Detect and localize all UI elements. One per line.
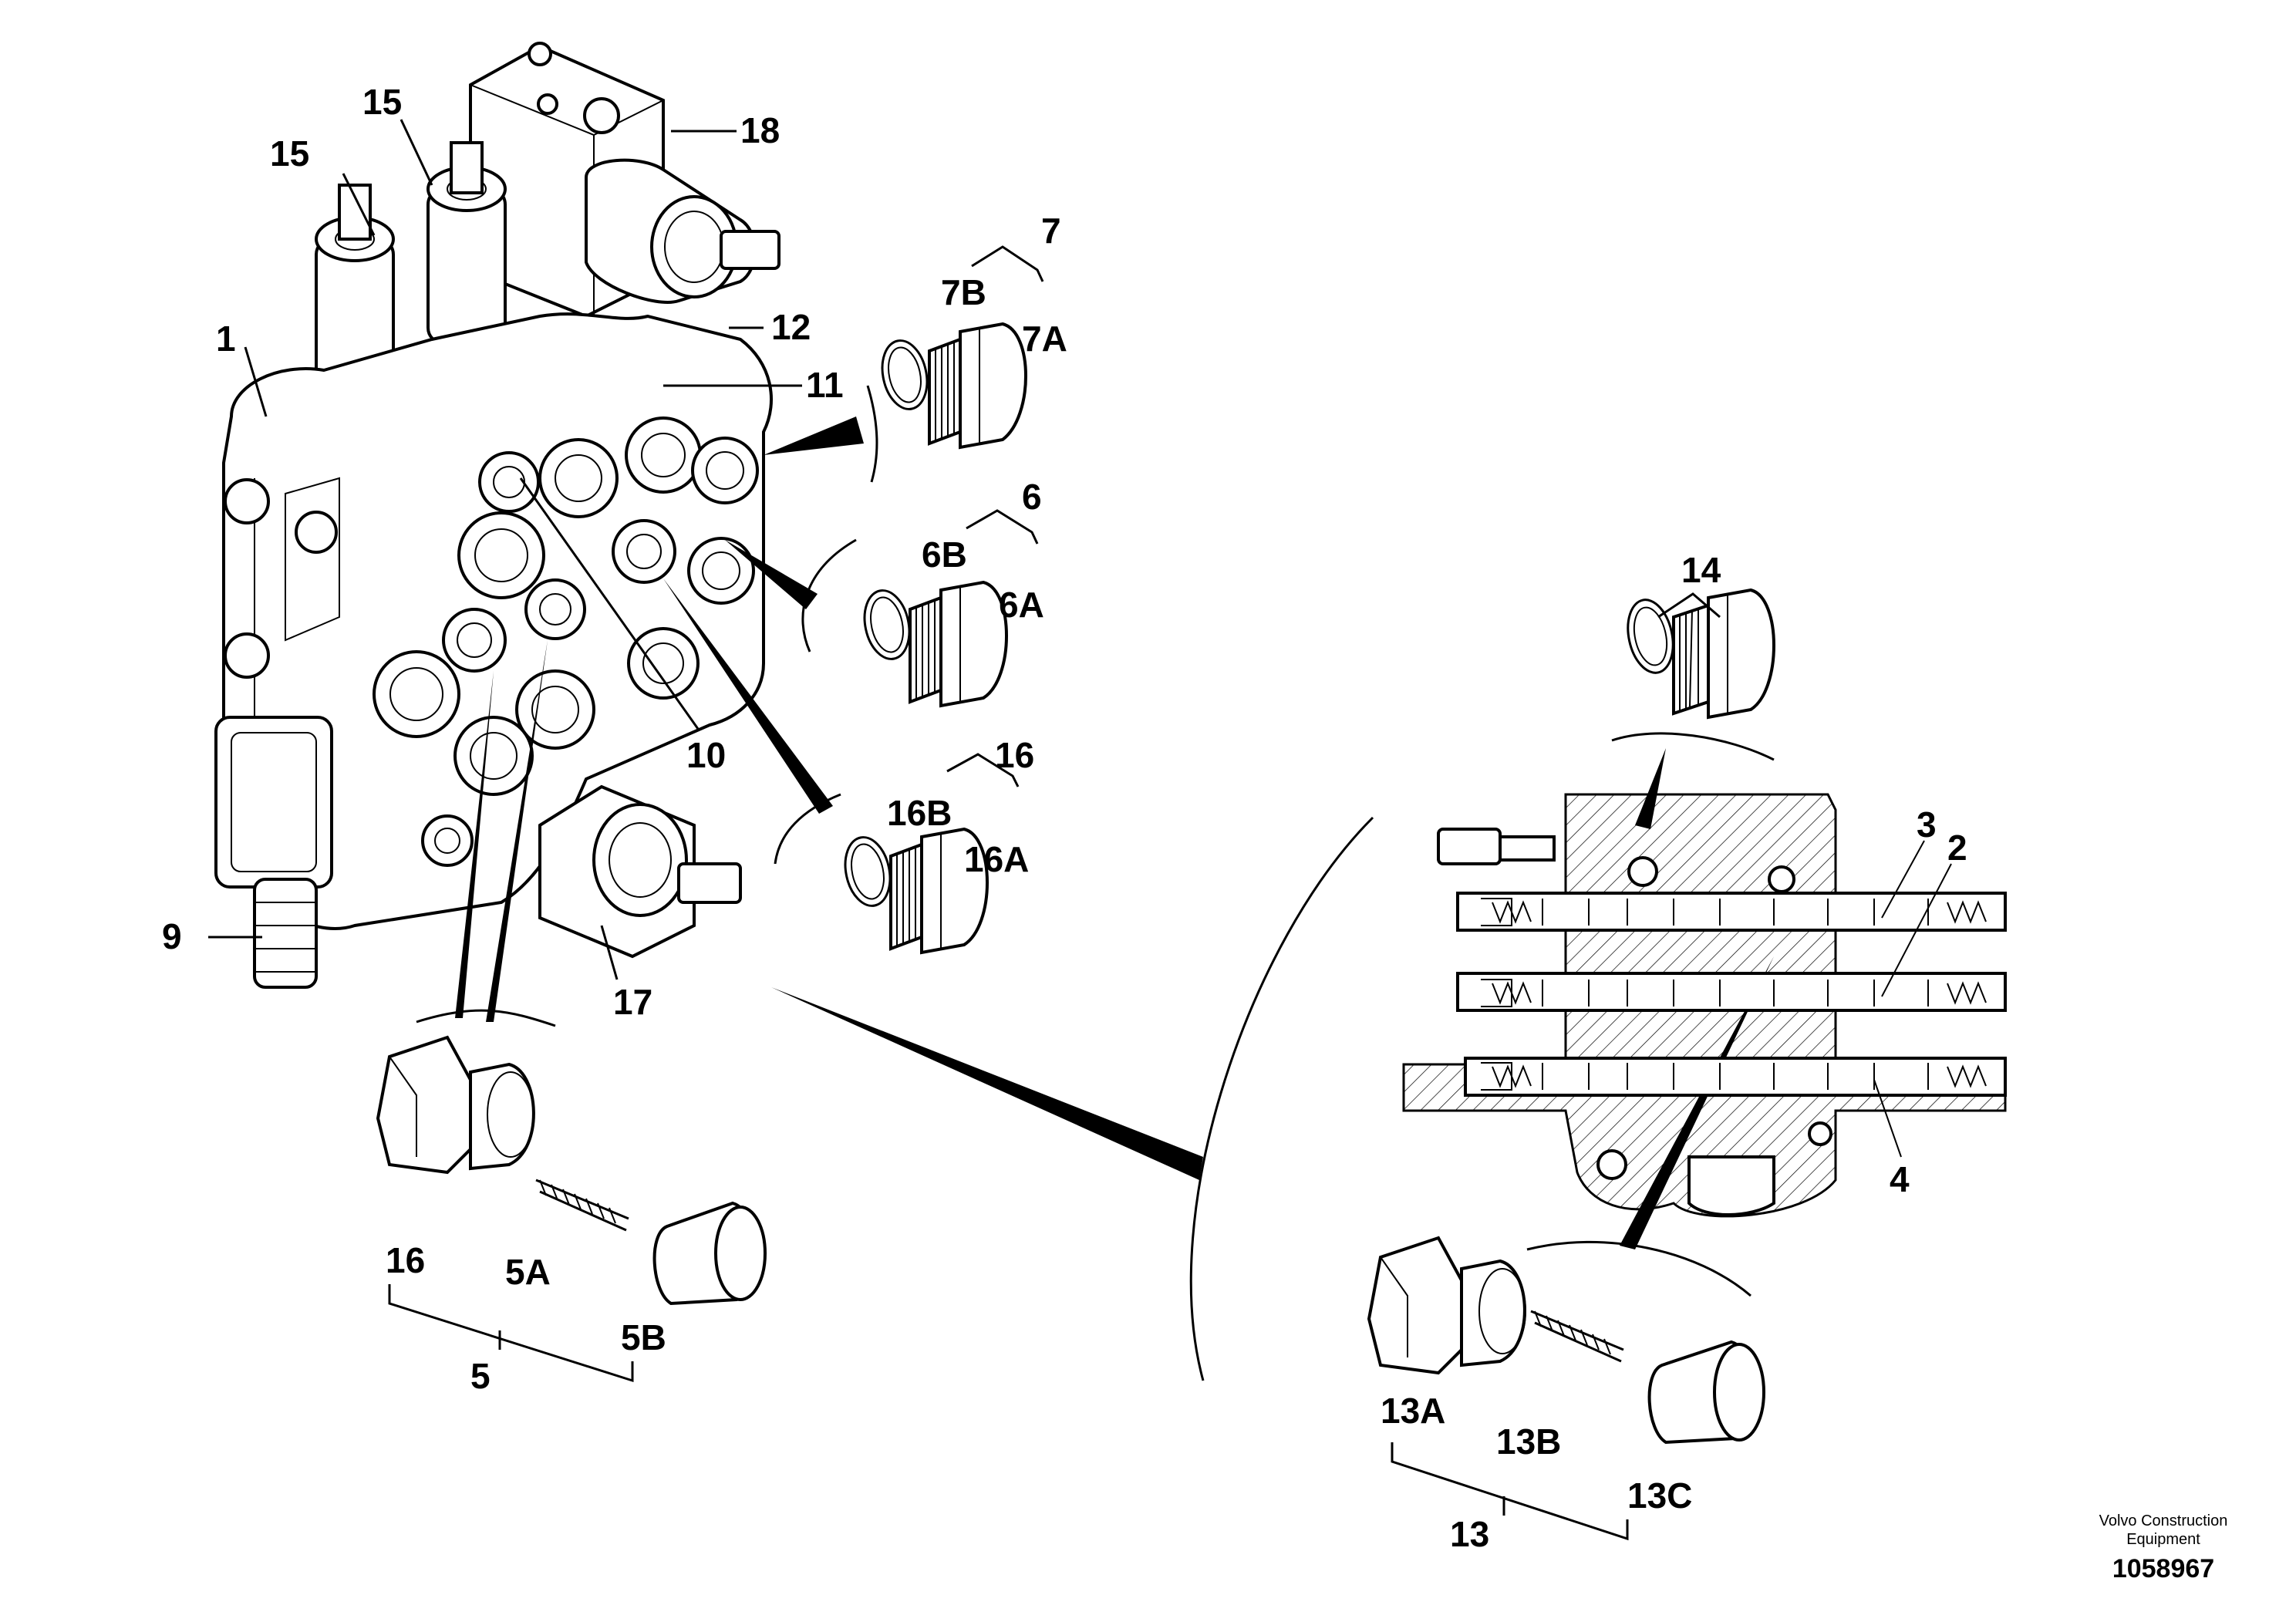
control-valve-assembly (214, 42, 781, 989)
check-valve-13-detail (1367, 1236, 1765, 1541)
plug-14-detail (1627, 588, 1775, 720)
document-number: 1058967 (2112, 1554, 2214, 1583)
label-13C: 13C (1627, 1475, 1692, 1516)
label-16-bottom: 16 (386, 1240, 425, 1280)
label-15-right: 15 (362, 82, 402, 122)
label-1: 1 (216, 319, 236, 359)
label-13A: 13A (1381, 1391, 1445, 1431)
label-2: 2 (1947, 828, 1967, 868)
company-name-line1: Volvo Construction (2099, 1512, 2228, 1529)
label-17: 17 (613, 982, 652, 1022)
label-11: 11 (806, 365, 844, 405)
plug-16-detail (844, 753, 1020, 955)
detail-arcs (416, 385, 1775, 1381)
plug-6-detail (863, 509, 1039, 708)
label-7A: 7A (1022, 319, 1067, 359)
valve-section-view (1402, 793, 2007, 1218)
label-16B: 16B (887, 793, 952, 833)
leader-lines (208, 119, 802, 980)
label-6: 6 (1022, 477, 1042, 517)
label-6A: 6A (999, 585, 1044, 625)
label-10: 10 (686, 735, 726, 775)
label-5B: 5B (621, 1317, 666, 1357)
label-18: 18 (740, 110, 780, 150)
company-name-line2: Equipment (2126, 1531, 2200, 1548)
plug-7-detail (881, 245, 1044, 450)
label-13: 13 (1450, 1514, 1489, 1554)
label-9: 9 (162, 916, 182, 956)
part-labels: 1 15 15 18 12 11 7 7B 7A 6 6B 6A 10 16 1… (162, 82, 1967, 1554)
label-5: 5 (470, 1356, 491, 1396)
label-12: 12 (771, 307, 811, 347)
label-13B: 13B (1496, 1421, 1561, 1462)
label-14: 14 (1681, 550, 1721, 590)
label-3: 3 (1917, 804, 1937, 845)
check-valve-5-detail (376, 1035, 767, 1383)
footer: Volvo Construction Equipment 1058967 (2099, 1512, 2228, 1583)
label-16A: 16A (964, 839, 1029, 879)
label-6B: 6B (922, 534, 967, 575)
label-4: 4 (1890, 1159, 1910, 1199)
label-7: 7 (1041, 211, 1061, 251)
label-5A: 5A (505, 1252, 551, 1292)
label-7B: 7B (941, 272, 986, 312)
label-16-top: 16 (995, 735, 1034, 775)
label-15-left: 15 (270, 133, 309, 174)
